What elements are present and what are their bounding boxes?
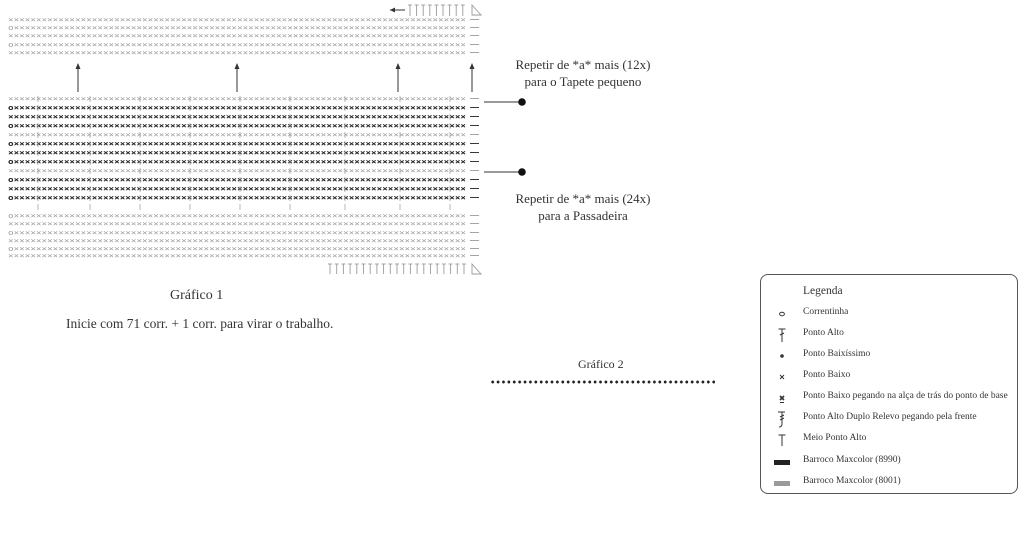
legend-label: Ponto Baixo pegando na alça de trás do p… bbox=[803, 391, 1008, 401]
legend-label: Ponto Alto Duplo Relevo pegando pela fre… bbox=[803, 412, 977, 422]
top-stitch-row: ××××××××××××××××××××××××××××××××××××××××… bbox=[8, 48, 466, 57]
repeat-note-small-line2: para o Tapete pequeno bbox=[524, 74, 642, 89]
legend-item-slip-stitch: Ponto Baixíssimo bbox=[761, 347, 1017, 365]
top-stitch-row: ××××××××××××××××××××××××××××××××××××××××… bbox=[8, 31, 466, 40]
middle-stitch-row: ××××××××××××××××××××××××××××××××××××××××… bbox=[8, 130, 466, 139]
middle-stitch-row: ××××××××××××××××××××××××××××××××××××××××… bbox=[8, 94, 466, 103]
middle-stitch-row: o×××××××××××××××××××××××××××××××××××××××… bbox=[8, 121, 466, 130]
bottom-corner-mark bbox=[471, 262, 483, 275]
black-yarn-swatch bbox=[773, 453, 791, 471]
top-stitch-row: o×××××××××××××××××××××××××××××××××××××××… bbox=[8, 40, 466, 49]
repeat-marker-large-dot bbox=[518, 168, 526, 176]
legend-item-front-post-treble: Ponto Alto Duplo Relevo pegando pela fre… bbox=[761, 410, 1017, 428]
chart-1-instruction: Inicie com 71 corr. + 1 corr. para virar… bbox=[66, 316, 334, 331]
legend-item-half-double: Meio Ponto Alto bbox=[761, 431, 1017, 449]
legend-item-yarn-8990: Barroco Maxcolor (8990) bbox=[761, 453, 1017, 471]
legend-item-back-loop: Ponto Baixo pegando na alça de trás do p… bbox=[761, 389, 1017, 407]
middle-stitch-row: ××××××××××××××××××××××××××××××××××××××××… bbox=[8, 148, 466, 157]
chart-2-slip-stitch-row bbox=[490, 380, 715, 384]
gray-yarn-swatch bbox=[773, 474, 791, 492]
legend-label: Ponto Baixo bbox=[803, 370, 851, 380]
repeat-note-runner: Repetir de *a* mais (24x) para a Passade… bbox=[508, 190, 658, 224]
slip-stitch-icon bbox=[773, 347, 791, 365]
middle-stitch-row: o×××××××××××××××××××××××××××××××××××××××… bbox=[8, 103, 466, 112]
chart-1-title: Gráfico 1 bbox=[170, 288, 224, 303]
legend-title: Legenda bbox=[803, 285, 843, 297]
legend-item-double-crochet: Ponto Alto bbox=[761, 326, 1017, 344]
top-stitch-row: ××××××××××××××××××××××××××××××××××××××××… bbox=[8, 15, 466, 24]
chain-stitch-icon bbox=[773, 305, 791, 323]
bottom-stitch-row: o×××××××××××××××××××××××××××××××××××××××… bbox=[8, 211, 466, 220]
repeat-note-small-line1: Repetir de *a* mais (12x) bbox=[515, 57, 651, 72]
middle-stitch-row: ××××××××××××××××××××××××××××××××××××××××… bbox=[8, 184, 466, 193]
repeat-marker-small-dot bbox=[518, 98, 526, 106]
double-crochet-icon bbox=[773, 326, 791, 344]
legend-label: Correntinha bbox=[803, 307, 849, 317]
up-arrow-head bbox=[395, 63, 401, 69]
bottom-stitch-row: o×××××××××××××××××××××××××××××××××××××××… bbox=[8, 228, 466, 237]
top-stitch-row: o×××××××××××××××××××××××××××××××××××××××… bbox=[8, 23, 466, 32]
middle-stitch-row: o×××××××××××××××××××××××××××××××××××××××… bbox=[8, 157, 466, 166]
repeat-note-small-rug: Repetir de *a* mais (12x) para o Tapete … bbox=[508, 56, 658, 90]
bottom-stitch-row: ××××××××××××××××××××××××××××××××××××××××… bbox=[8, 251, 466, 260]
legend-label: Barroco Maxcolor (8990) bbox=[803, 455, 901, 465]
back-loop-single-crochet-icon bbox=[773, 389, 791, 407]
legend-label: Ponto Alto bbox=[803, 328, 844, 338]
single-crochet-icon bbox=[773, 368, 791, 386]
half-double-crochet-icon bbox=[773, 431, 791, 449]
up-arrow-head bbox=[234, 63, 240, 69]
legend-label: Meio Ponto Alto bbox=[803, 433, 867, 443]
up-arrow-head bbox=[469, 63, 475, 69]
legend-item-chain: Correntinha bbox=[761, 305, 1017, 323]
chart-2-title: Gráfico 2 bbox=[578, 357, 624, 371]
chart-annotations bbox=[75, 3, 526, 275]
repeat-note-large-line2: para a Passadeira bbox=[538, 208, 628, 223]
direction-arrow-head bbox=[390, 7, 395, 13]
front-post-treble-icon bbox=[773, 410, 791, 428]
bottom-stitch-row: ××××××××××××××××××××××××××××××××××××××××… bbox=[8, 219, 466, 228]
middle-stitch-row: o×××××××××××××××××××××××××××××××××××××××… bbox=[8, 139, 466, 148]
middle-stitch-row: ××××××××××××××××××××××××××××××××××××××××… bbox=[8, 112, 466, 121]
legend-item-single-crochet: Ponto Baixo bbox=[761, 368, 1017, 386]
top-corner-mark bbox=[471, 3, 483, 16]
middle-stitch-row: o×××××××××××××××××××××××××××××××××××××××… bbox=[8, 175, 466, 184]
bottom-stitch-row: ××××××××××××××××××××××××××××××××××××××××… bbox=[8, 236, 466, 245]
legend-box: Legenda Correntinha Ponto Alto Ponto Bai… bbox=[760, 274, 1018, 494]
middle-stitch-row: o×××××××××××××××××××××××××××××××××××××××… bbox=[8, 193, 466, 202]
up-arrow-head bbox=[75, 63, 81, 69]
stitch-grid: ××××××××××××××××××××××××××××××××××××××××… bbox=[8, 15, 479, 260]
bottom-stitch-row: o×××××××××××××××××××××××××××××××××××××××… bbox=[8, 244, 466, 253]
legend-label: Barroco Maxcolor (8001) bbox=[803, 476, 901, 486]
legend-label: Ponto Baixíssimo bbox=[803, 349, 871, 359]
middle-stitch-row: ××××××××××××××××××××××××××××××××××××××××… bbox=[8, 166, 466, 175]
repeat-note-large-line1: Repetir de *a* mais (24x) bbox=[515, 191, 651, 206]
legend-item-yarn-8001: Barroco Maxcolor (8001) bbox=[761, 474, 1017, 492]
